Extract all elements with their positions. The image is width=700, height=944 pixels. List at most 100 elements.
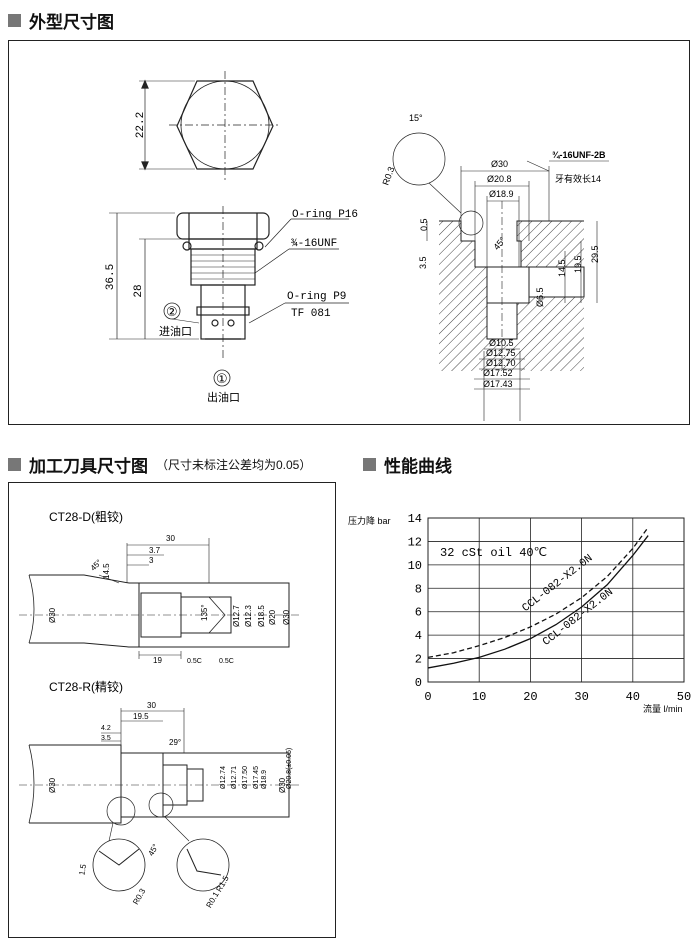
square-bullet-icon bbox=[8, 14, 21, 27]
ct28r-d1750-label: Ø17.50 bbox=[242, 766, 249, 789]
ct28r-35-label: 3.5 bbox=[101, 735, 111, 742]
ct28r-d1745-label: Ø17.45 bbox=[253, 766, 260, 789]
port1-number: ① bbox=[216, 371, 228, 386]
x-tick-label: 30 bbox=[574, 690, 588, 704]
oring-p9-label: O-ring P9 bbox=[287, 291, 346, 303]
ct28r-d208-label: Ø20.8(±0.05) bbox=[286, 748, 293, 789]
outline-drawing: 22.2 36.5 28 O bbox=[105, 71, 609, 421]
cavity-145-label: 14.5 bbox=[557, 259, 567, 277]
y-tick-label: 0 bbox=[415, 676, 422, 690]
tool-panel: CT28-D(粗铰) 30 3.7 3 45° 14.5 135° Ø30 Ø1… bbox=[8, 482, 336, 938]
outline-section-title: 外型尺寸图 bbox=[8, 8, 114, 33]
performance-section-title: 性能曲线 bbox=[363, 452, 452, 477]
ct28r-d30r-label: Ø30 bbox=[278, 777, 287, 793]
cavity-d105-label: Ø10.5 bbox=[489, 338, 514, 348]
ct28d-37-label: 3.7 bbox=[149, 546, 161, 555]
ct28d-d127-label: Ø12.7 bbox=[232, 605, 241, 627]
ct28d-d30r-label: Ø30 bbox=[282, 609, 291, 625]
cavity-45deg-label: 45° bbox=[491, 235, 508, 252]
chart-xlabel: 流量 l/min bbox=[643, 703, 683, 714]
port2-number: ② bbox=[166, 304, 178, 319]
ct28r-title: CT28-R(精铰) bbox=[49, 679, 123, 694]
ct28d-05c1-label: 0.5C bbox=[187, 658, 202, 665]
cavity-drawing bbox=[392, 132, 609, 421]
tool-drawing: CT28-D(粗铰) 30 3.7 3 45° 14.5 135° Ø30 Ø1… bbox=[19, 509, 299, 910]
cavity-295-label: 29.5 bbox=[590, 245, 600, 263]
ct28r-195-label: 19.5 bbox=[133, 712, 149, 721]
cavity-d1270-label: Ø12.70 bbox=[486, 358, 516, 368]
cavity-r03-label: R0.3 bbox=[381, 165, 397, 186]
ct28r-r01-label: R0.1 bbox=[204, 890, 221, 910]
tool-title-text: 加工刀具尺寸图 bbox=[29, 457, 148, 476]
y-tick-label: 14 bbox=[408, 512, 422, 526]
x-tick-label: 20 bbox=[523, 690, 537, 704]
cavity-d1743-label: Ø17.43 bbox=[483, 379, 513, 389]
ct28d-d30-label: Ø30 bbox=[48, 607, 57, 623]
cavity-35-label: 3.5 bbox=[418, 256, 428, 269]
ct28d-135deg-label: 135° bbox=[200, 604, 209, 621]
dim-total-label: 36.5 bbox=[105, 264, 117, 290]
square-bullet-icon bbox=[363, 458, 376, 471]
dim-hex-label: 22.2 bbox=[135, 112, 147, 138]
cavity-thread-note-label: 牙有效长14 bbox=[555, 173, 601, 184]
x-tick-label: 40 bbox=[626, 690, 640, 704]
square-bullet-icon bbox=[8, 458, 21, 471]
series-line-solid bbox=[427, 535, 649, 669]
cavity-d208-label: Ø20.8 bbox=[487, 174, 512, 184]
chart-frame bbox=[427, 517, 685, 683]
x-tick-label: 50 bbox=[677, 690, 691, 704]
ct28d-reamer bbox=[19, 538, 299, 659]
chart-grid bbox=[427, 517, 685, 683]
y-tick-label: 6 bbox=[415, 606, 422, 620]
ct28r-reamer bbox=[19, 708, 299, 892]
ct28d-3-label: 3 bbox=[149, 556, 154, 565]
ct28r-45deg-label: 45° bbox=[146, 842, 160, 857]
cavity-d189-label: Ø18.9 bbox=[489, 189, 514, 199]
oring-p16-label: O-ring P16 bbox=[292, 209, 358, 221]
cavity-05-label: 0.5 bbox=[419, 218, 429, 231]
dim-28-label: 28 bbox=[133, 284, 145, 297]
y-tick-label: 2 bbox=[415, 653, 422, 667]
cavity-195-label: 19.5 bbox=[573, 255, 583, 273]
y-tick-label: 4 bbox=[415, 629, 422, 643]
ct28r-d1274-label: Ø12.74 bbox=[220, 766, 227, 789]
cavity-d1752-label: Ø17.52 bbox=[483, 368, 513, 378]
tool-note-text: （尺寸未标注公差均为0.05） bbox=[156, 458, 312, 472]
ct28d-05c2-label: 0.5C bbox=[219, 658, 234, 665]
ct28r-30-label: 30 bbox=[147, 701, 156, 710]
cavity-d30-label: Ø30 bbox=[491, 159, 508, 169]
hex-top-view bbox=[139, 71, 281, 181]
cavity-d1275-label: Ø12.75 bbox=[486, 348, 516, 358]
ct28d-145-label: 14.5 bbox=[102, 563, 111, 579]
y-tick-label: 8 bbox=[415, 582, 422, 596]
outline-panel: 22.2 36.5 28 O bbox=[8, 40, 690, 425]
outline-title-text: 外型尺寸图 bbox=[29, 13, 114, 32]
chart-annotation: 32 cSt oil 40℃ bbox=[440, 546, 547, 560]
ct28r-d30-label: Ø30 bbox=[48, 777, 57, 793]
ct28d-d123-label: Ø12.3 bbox=[244, 605, 253, 627]
ct28r-d189-label: Ø18.9 bbox=[261, 770, 268, 789]
x-tick-label: 0 bbox=[424, 690, 431, 704]
ct28r-r15-label: R1.5 bbox=[214, 874, 231, 894]
ct28d-d20-label: Ø20 bbox=[268, 609, 277, 625]
cavity-thread-label: ¾-16UNF-2B bbox=[552, 150, 606, 160]
y-tick-label: 12 bbox=[408, 535, 422, 549]
outlet-port-label: 出油口 bbox=[207, 390, 240, 404]
ct28d-title: CT28-D(粗铰) bbox=[49, 509, 123, 524]
chart-series bbox=[427, 526, 649, 669]
ct28d-19-label: 19 bbox=[153, 656, 162, 665]
cavity-d65-label: Ø6.5 bbox=[535, 287, 545, 307]
y-tick-label: 10 bbox=[408, 559, 422, 573]
ct28d-30-label: 30 bbox=[166, 534, 175, 543]
chart-ticks: 0 10 20 30 40 50 0 2 4 6 8 10 12 14 bbox=[408, 512, 692, 704]
thread-label: ¾-16UNF bbox=[291, 238, 337, 250]
performance-title-text: 性能曲线 bbox=[384, 457, 452, 476]
tool-section-title: 加工刀具尺寸图 （尺寸未标注公差均为0.05） bbox=[8, 452, 311, 477]
ct28r-15-label: 1.5 bbox=[77, 863, 88, 876]
x-tick-label: 10 bbox=[472, 690, 486, 704]
ct28r-42-label: 4.2 bbox=[101, 725, 111, 732]
valve-side-view bbox=[109, 206, 349, 387]
ct28d-d185-label: Ø18.5 bbox=[257, 605, 266, 627]
cavity-15deg-label: 15° bbox=[409, 113, 423, 123]
